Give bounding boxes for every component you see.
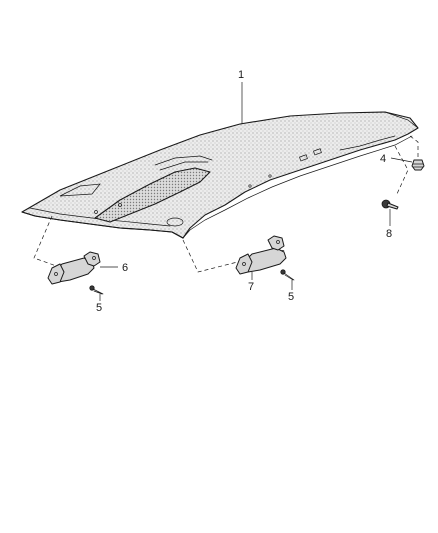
callout-clip: 4 (380, 153, 386, 165)
push-pin-part (381, 199, 399, 210)
callout-headliner: 1 (238, 69, 244, 81)
clip-part (411, 159, 425, 171)
callout-push-pin: 8 (386, 228, 392, 240)
grab-handle-right (235, 235, 287, 275)
screw-left (89, 285, 104, 295)
screw-right (280, 269, 295, 281)
leader-clip (390, 157, 413, 163)
grab-handle-left (47, 251, 101, 285)
callout-grab-handle-right: 7 (248, 281, 254, 293)
callout-screw-right: 5 (288, 291, 294, 303)
callout-screw-left: 5 (96, 302, 102, 314)
headliner-panel (21, 111, 419, 239)
callout-grab-handle-left: 6 (122, 262, 128, 274)
